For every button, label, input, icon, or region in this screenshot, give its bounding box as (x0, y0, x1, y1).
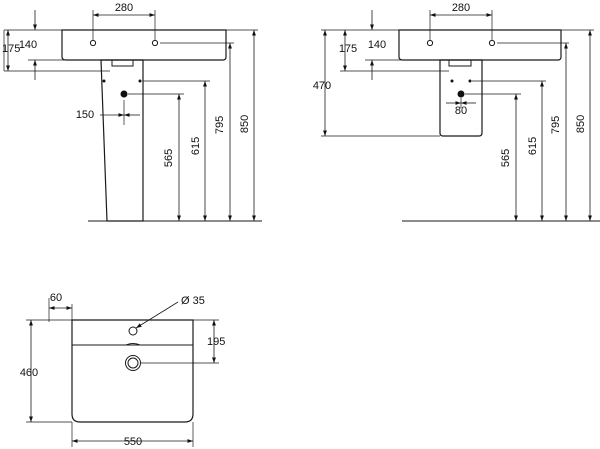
dim-195: 195 (207, 336, 225, 348)
waste-outlet (120, 90, 128, 98)
fixing-hole-left-2 (450, 79, 454, 83)
dim-280-2: 280 (452, 2, 470, 14)
tap-hole-top (128, 326, 138, 336)
dim-850: 850 (239, 115, 251, 133)
dim-60: 60 (50, 292, 62, 304)
dim-850-2: 850 (575, 115, 587, 133)
dim-795: 795 (214, 116, 226, 134)
semi-pedestal (439, 59, 483, 137)
basin-top-outline (71, 319, 194, 423)
tap-hole-right (151, 39, 159, 47)
dim-550: 550 (124, 436, 142, 448)
semi-pedestal-front-view: 280 140 175 470 80 565 615 795 850 (313, 2, 600, 222)
dim-150: 150 (76, 109, 94, 121)
tap-hole-left (89, 39, 97, 47)
dim-175-2: 175 (339, 43, 357, 55)
fixing-hole-right (138, 79, 142, 83)
dim-795-2: 795 (550, 116, 562, 134)
fixing-hole-right-2 (468, 79, 472, 83)
dim-565: 565 (163, 149, 175, 167)
dim-615: 615 (190, 137, 202, 155)
dim-140-2: 140 (368, 39, 386, 51)
tap-hole-right-2 (488, 39, 496, 47)
dim-615-2: 615 (527, 137, 539, 155)
basin-outline (61, 29, 227, 61)
dim-diameter-35: Ø 35 (181, 295, 205, 307)
dim-80: 80 (455, 105, 467, 117)
waste-outlet-2 (457, 90, 465, 98)
pedestal-front-view: 280 140 175 150 565 615 795 850 (2, 2, 262, 222)
fixing-hole-left (102, 79, 106, 83)
dim-280: 280 (115, 2, 133, 14)
dim-175: 175 (2, 43, 20, 55)
drain-inner (127, 357, 139, 369)
tap-hole-left-2 (426, 39, 434, 47)
pedestal-column (100, 59, 144, 222)
top-view: 60 Ø 35 195 460 550 (20, 292, 226, 448)
dim-460: 460 (20, 367, 38, 379)
dim-565-2: 565 (500, 149, 512, 167)
dim-140: 140 (19, 39, 37, 51)
dim-470: 470 (313, 80, 331, 92)
basin-outline-2 (398, 29, 562, 61)
